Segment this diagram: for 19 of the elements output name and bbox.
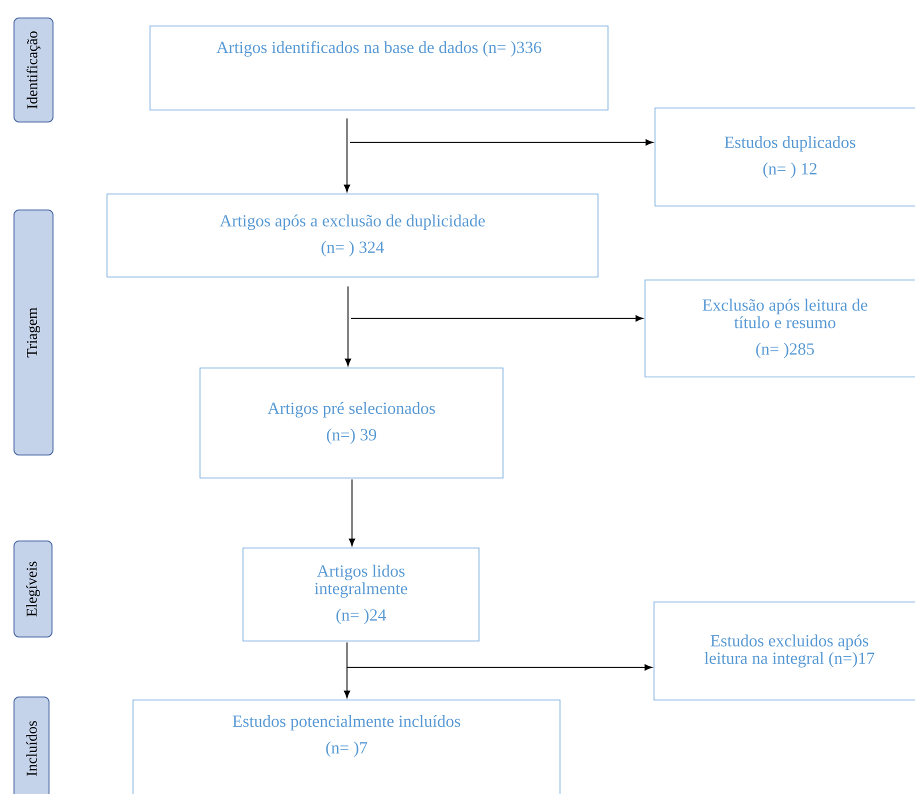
process-box: Artigos após a exclusão de duplicidade (n= ) 324 [106,194,598,278]
process-box: Artigos identificados na base de dados (n= )336 [150,26,608,110]
process-box: Estudos potencialmente incluídos (n= )7 [132,700,560,794]
arrow [350,139,654,146]
stage-band: Triagem [14,210,54,456]
process-box: Artigos pré selecionados (n=) 39 [200,368,504,478]
arrow [344,286,352,366]
process-box: Estudos excluidos após leitura na integral (n=)17 [654,602,915,700]
arrow [350,315,644,322]
arrow [346,664,652,670]
arrow [344,118,350,192]
process-box: Exclusão após leitura de título e resumo (n= )285 [644,280,915,378]
process-box: Artigos lidos integralmente (n= )24 [242,548,480,642]
arrow [344,642,350,698]
arrow [348,478,356,546]
process-box: Estudos duplicados (n= ) 12 [654,108,915,206]
stage-band: Elegíveis [14,540,52,638]
stage-band: Incluídos [14,696,50,794]
stage-band: Identificação [14,18,54,122]
